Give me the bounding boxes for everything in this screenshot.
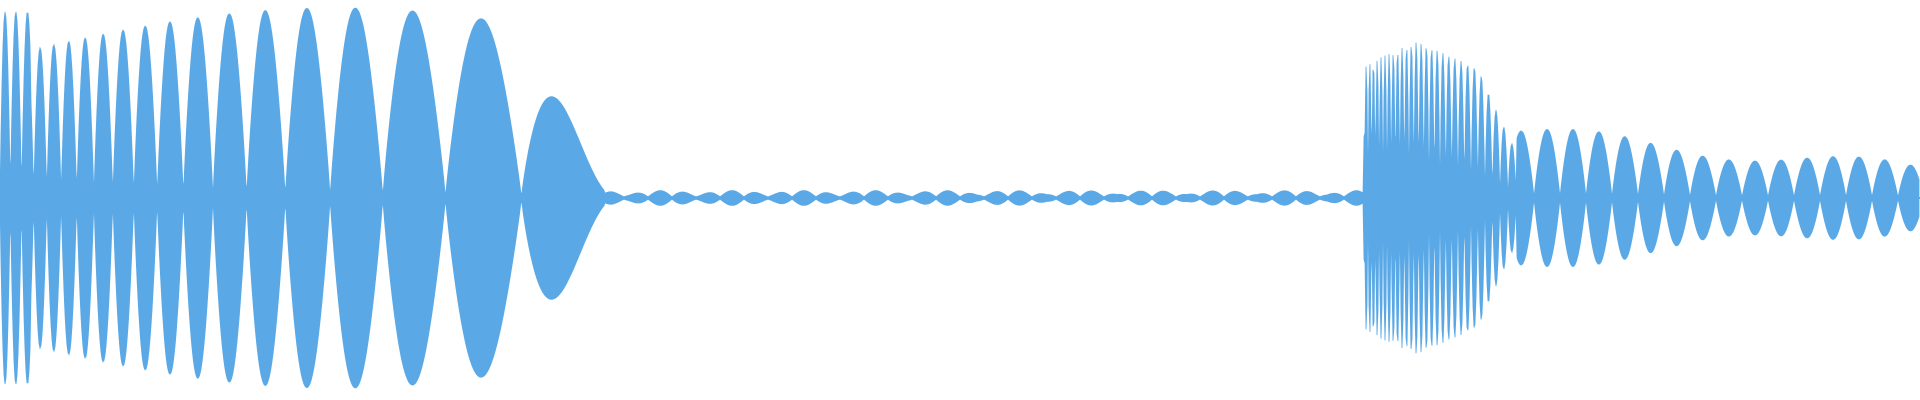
- waveform-shape: [0, 7, 1920, 389]
